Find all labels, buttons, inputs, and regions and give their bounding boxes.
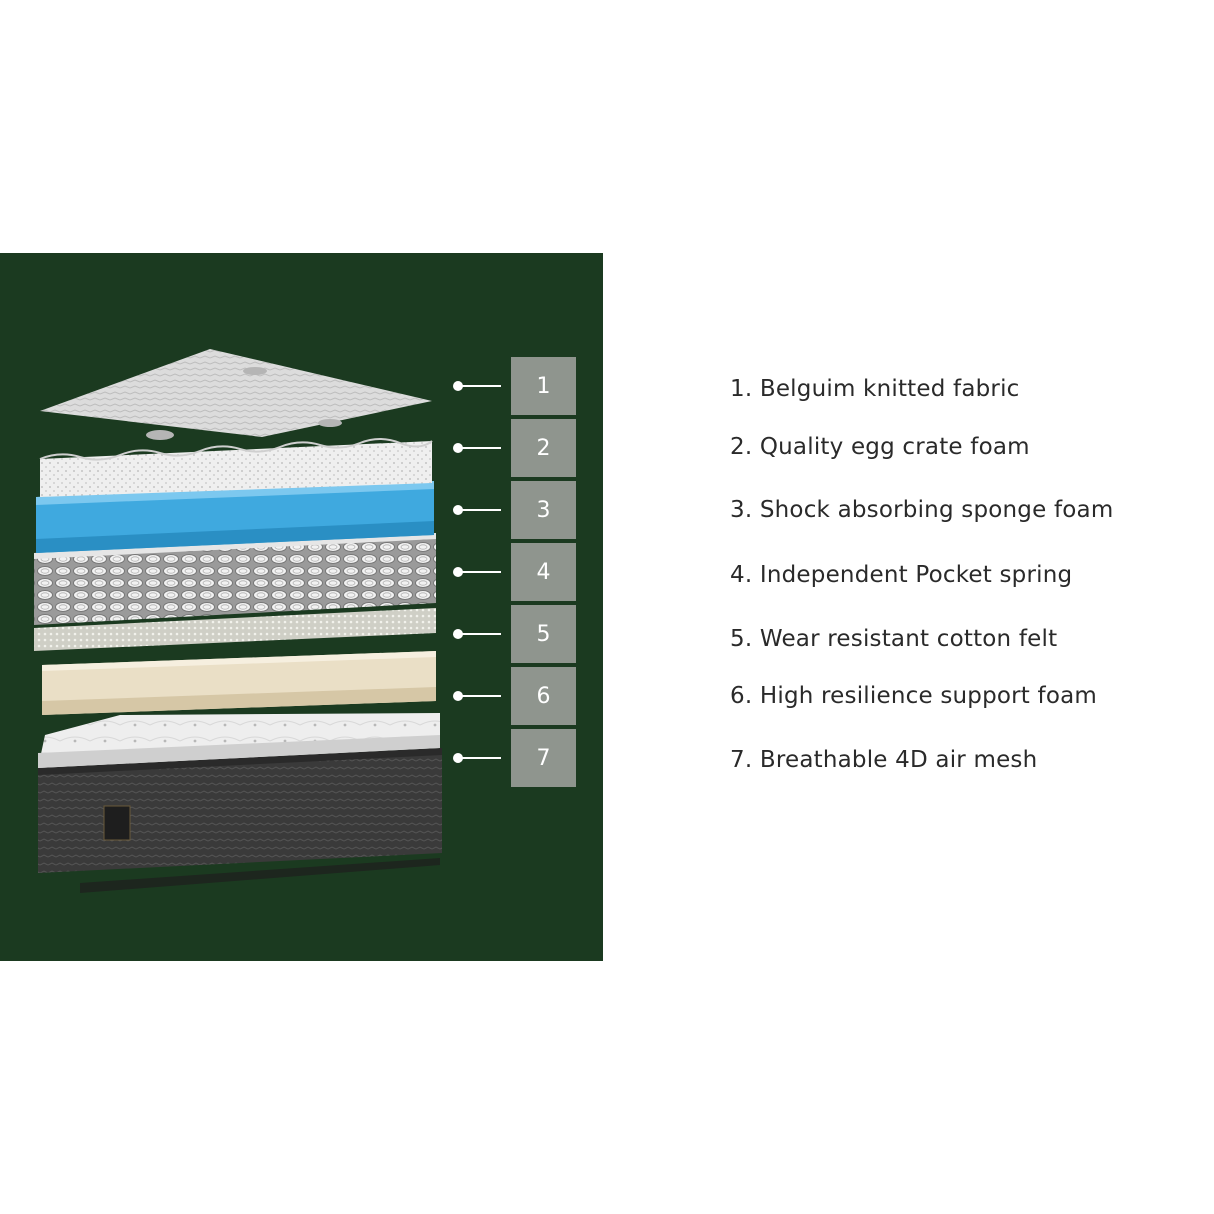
marker-number-box: 3 bbox=[511, 481, 576, 539]
legend-item-3: 3. Shock absorbing sponge foam bbox=[730, 497, 1113, 523]
layer-marker-3: 3 bbox=[453, 481, 576, 539]
legend-item-4: 4. Independent Pocket spring bbox=[730, 562, 1072, 588]
marker-number-box: 2 bbox=[511, 419, 576, 477]
legend-item-7: 7. Breathable 4D air mesh bbox=[730, 747, 1037, 773]
layer-marker-4: 4 bbox=[453, 543, 576, 601]
layer-marker-5: 5 bbox=[453, 605, 576, 663]
legend-item-2: 2. Quality egg crate foam bbox=[730, 434, 1030, 460]
marker-number-box: 1 bbox=[511, 357, 576, 415]
layer-6-support-foam bbox=[42, 651, 436, 715]
layer-7-mattress bbox=[38, 713, 442, 893]
marker-number-box: 6 bbox=[511, 667, 576, 725]
marker-number-box: 7 bbox=[511, 729, 576, 787]
legend-item-6: 6. High resilience support foam bbox=[730, 683, 1097, 709]
layer-marker-1: 1 bbox=[453, 357, 576, 415]
marker-line bbox=[461, 571, 501, 573]
marker-number-box: 5 bbox=[511, 605, 576, 663]
layer-marker-7: 7 bbox=[453, 729, 576, 787]
layer-marker-6: 6 bbox=[453, 667, 576, 725]
layer-marker-2: 2 bbox=[453, 419, 576, 477]
marker-line bbox=[461, 757, 501, 759]
marker-line bbox=[461, 385, 501, 387]
marker-line bbox=[461, 447, 501, 449]
marker-line bbox=[461, 633, 501, 635]
legend-item-5: 5. Wear resistant cotton felt bbox=[730, 626, 1057, 652]
marker-line bbox=[461, 509, 501, 511]
mattress-layers-panel: 1 2 3 4 5 6 7 bbox=[0, 253, 603, 961]
layer-1-knitted-fabric bbox=[40, 349, 432, 440]
marker-number-box: 4 bbox=[511, 543, 576, 601]
legend-item-1: 1. Belguim knitted fabric bbox=[730, 376, 1020, 402]
marker-line bbox=[461, 695, 501, 697]
